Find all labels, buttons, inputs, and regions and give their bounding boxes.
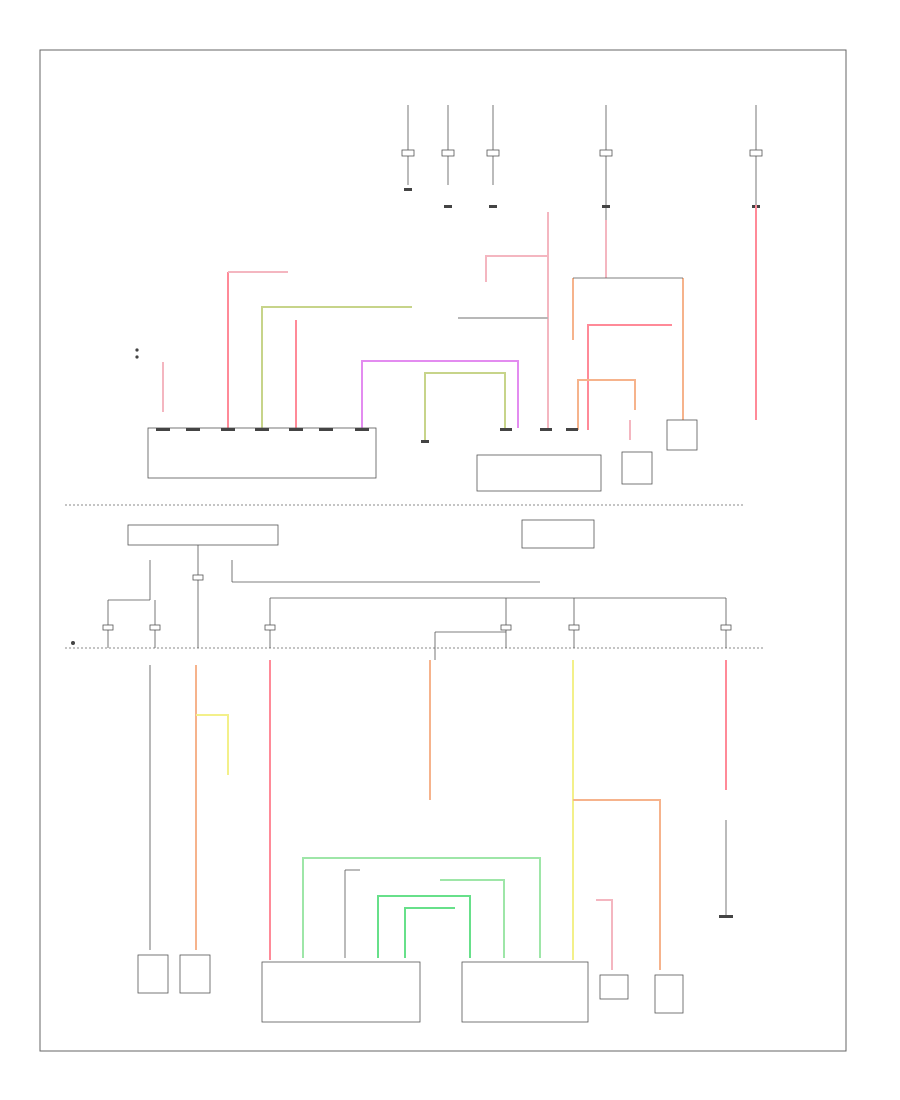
lower-right-module-1 — [599, 974, 629, 1000]
lower-distribution — [102, 524, 732, 660]
lower-middle-module — [261, 961, 589, 1023]
upper-wires — [162, 205, 757, 440]
diagram-frame — [39, 49, 847, 1052]
upper-right-module — [621, 419, 698, 485]
lower-left-module-2 — [179, 954, 211, 994]
upper-left-module — [147, 427, 377, 479]
small-connector-box — [521, 519, 595, 549]
lower-left-module-1 — [137, 954, 169, 994]
upper-middle-module — [476, 428, 602, 492]
lower-right-module-2 — [654, 974, 684, 1014]
ground-symbols — [71, 348, 733, 918]
lower-wires — [149, 660, 727, 970]
